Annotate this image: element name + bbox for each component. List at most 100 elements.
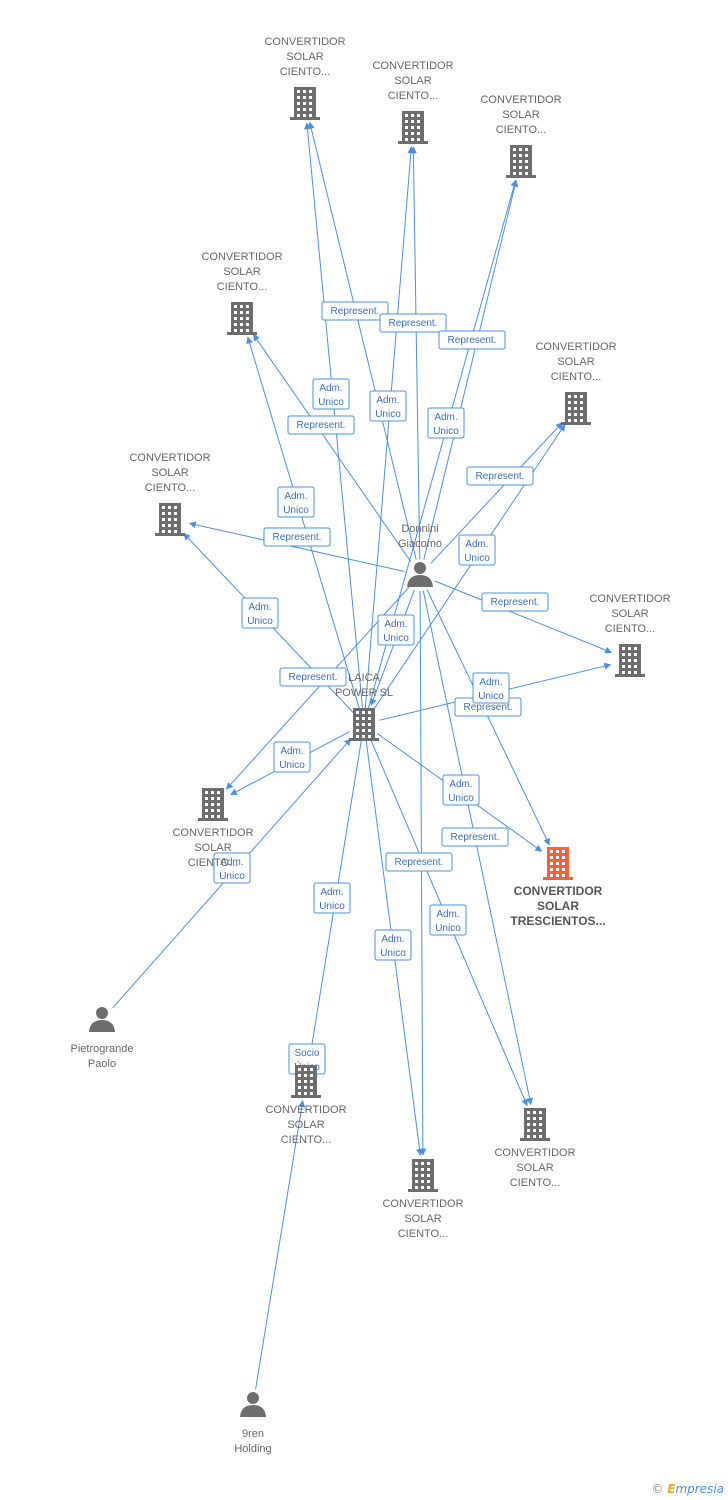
edge-label-laica-cs1[interactable]: Adm.Unico xyxy=(312,378,350,410)
edge-label-text: Unico xyxy=(464,553,490,564)
building-window xyxy=(527,1129,530,1132)
building-window xyxy=(427,1180,430,1183)
building-window xyxy=(574,419,577,422)
edge-label-donnini-cs2[interactable]: Represent. xyxy=(379,313,447,333)
edge-label-laica-cs5[interactable]: Adm.Unico xyxy=(458,534,496,566)
building-window xyxy=(513,166,516,169)
edge-label-donnini-cs10[interactable]: Represent. xyxy=(385,852,453,872)
building-window xyxy=(513,172,516,175)
building-window xyxy=(211,815,214,818)
building-window xyxy=(162,506,165,509)
node-focus[interactable]: CONVERTIDORSOLARTRESCIENTOS... xyxy=(510,847,606,928)
node-label-laica: POWER SL xyxy=(335,687,393,699)
building-window xyxy=(356,717,359,720)
node-label-donnini: Donnini xyxy=(401,523,438,535)
building-window xyxy=(411,120,414,123)
building-window xyxy=(168,506,171,509)
node-cs11[interactable]: CONVERTIDORSOLARCIENTO... xyxy=(382,1159,464,1240)
building-window xyxy=(217,797,220,800)
building-window xyxy=(246,311,249,314)
edge-label-laica-cs11[interactable]: Adm.Unico xyxy=(374,929,412,961)
building-window xyxy=(205,803,208,806)
edge-label-text: Adm. xyxy=(320,887,343,898)
node-cs2[interactable]: CONVERTIDORSOLARCIENTO... xyxy=(372,60,454,144)
edge-label-donnini-cs3[interactable]: Represent. xyxy=(438,330,506,350)
edge-label-laica-cs9[interactable]: Adm.Unico xyxy=(313,882,351,914)
building-base xyxy=(398,141,428,144)
building-icon xyxy=(291,1065,321,1098)
edge-label-text: Represent. xyxy=(389,318,438,329)
edge-label-text: Unico xyxy=(283,505,309,516)
building-window xyxy=(168,530,171,533)
building-window xyxy=(634,653,637,656)
edge-label-box xyxy=(377,614,415,646)
edge-donnini-cs4 xyxy=(252,333,412,563)
edge-label-donnini-cs5[interactable]: Represent. xyxy=(466,466,534,486)
building-window xyxy=(568,401,571,404)
node-cs5[interactable]: CONVERTIDORSOLARCIENTO... xyxy=(535,341,617,425)
building-window xyxy=(309,90,312,93)
building-window xyxy=(556,856,559,859)
node-label-cs1: CONVERTIDOR xyxy=(264,36,345,48)
edge-label-laica-cs7[interactable]: Adm.Unico xyxy=(472,672,510,704)
building-window xyxy=(421,1180,424,1183)
edge-label-laica-cs2[interactable]: Adm.Unico xyxy=(369,390,407,422)
edge-label-donnini-cs7[interactable]: Represent. xyxy=(481,592,549,612)
edge-label-laica-focus[interactable]: Adm.Unico xyxy=(442,774,480,806)
node-cs9[interactable]: CONVERTIDORSOLARCIENTO... xyxy=(265,1065,347,1146)
node-label-cs6: SOLAR xyxy=(151,467,188,479)
edge-label-donnini-cs1[interactable]: Represent. xyxy=(321,301,389,321)
edge-label-donnini-laica[interactable]: Adm.Unico xyxy=(377,614,415,646)
building-icon xyxy=(615,644,645,677)
edge-label-box xyxy=(442,774,480,806)
building-window xyxy=(628,659,631,662)
building-icon xyxy=(543,847,573,880)
building-window xyxy=(217,809,220,812)
building-window xyxy=(539,1123,542,1126)
node-cs1[interactable]: CONVERTIDORSOLARCIENTO... xyxy=(264,36,346,120)
empresia-logo[interactable]: Empresia xyxy=(667,1482,724,1496)
edge-label-donnini-cs11[interactable]: Represent. xyxy=(441,827,509,847)
node-cs10[interactable]: CONVERTIDORSOLARCIENTO... xyxy=(494,1108,576,1189)
edge-label-donnini-cs8[interactable]: Represent. xyxy=(279,667,347,687)
edge-label-box xyxy=(213,852,251,884)
building-window xyxy=(211,803,214,806)
edge-label-laica-cs10[interactable]: Adm.Unico xyxy=(429,904,467,936)
edge-label-text: Adm. xyxy=(436,909,459,920)
edge-label-donnini-cs4[interactable]: Represent. xyxy=(287,415,355,435)
building-window xyxy=(304,1092,307,1095)
building-window xyxy=(362,723,365,726)
building-window xyxy=(634,647,637,650)
building-window xyxy=(525,154,528,157)
node-label-nine: Holding xyxy=(234,1443,271,1455)
node-cs3[interactable]: CONVERTIDORSOLARCIENTO... xyxy=(480,94,562,178)
node-cs8[interactable]: CONVERTIDORSOLARCIENTO... xyxy=(172,788,254,869)
building-window xyxy=(240,311,243,314)
building-window xyxy=(368,723,371,726)
node-label-cs2: CIENTO... xyxy=(388,90,439,102)
edge-label-donnini-cs6[interactable]: Represent. xyxy=(263,527,331,547)
edge-label-pietro-laica[interactable]: Adm.Unico xyxy=(213,852,251,884)
node-label-cs9: SOLAR xyxy=(287,1119,324,1131)
node-cs7[interactable]: CONVERTIDORSOLARCIENTO... xyxy=(589,593,671,677)
building-window xyxy=(356,711,359,714)
edge-label-laica-cs8[interactable]: Adm.Unico xyxy=(273,741,311,773)
edge-label-laica-cs3[interactable]: Adm.Unico xyxy=(427,407,465,439)
building-window xyxy=(303,108,306,111)
node-label-pietro: Paolo xyxy=(88,1058,116,1070)
building-base xyxy=(543,877,573,880)
building-window xyxy=(310,1092,313,1095)
building-window xyxy=(527,1111,530,1114)
building-window xyxy=(234,311,237,314)
building-window xyxy=(568,407,571,410)
node-cs6[interactable]: CONVERTIDORSOLARCIENTO... xyxy=(129,452,211,536)
node-cs4[interactable]: CONVERTIDORSOLARCIENTO... xyxy=(201,251,283,335)
building-window xyxy=(628,665,631,668)
building-window xyxy=(234,323,237,326)
edge-label-laica-cs6[interactable]: Adm.Unico xyxy=(241,597,279,629)
edge-label-laica-cs4[interactable]: Adm.Unico xyxy=(277,486,315,518)
